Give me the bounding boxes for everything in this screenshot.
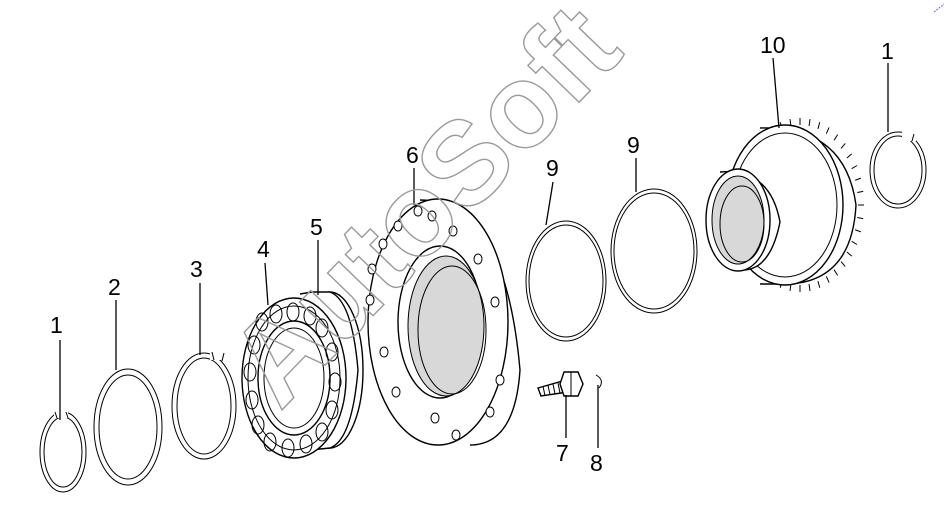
flange-plate [365, 198, 521, 446]
callout-part-9-first: 9 [546, 155, 559, 181]
gear-tooth [817, 280, 821, 288]
bolt [537, 371, 584, 397]
callout-part-8: 8 [590, 450, 603, 476]
gear-tooth [833, 269, 839, 276]
gear-tooth [851, 165, 858, 170]
snap-ring-left [39, 410, 87, 493]
retaining-ring [171, 350, 237, 460]
gear-tooth [857, 217, 864, 220]
gear-tooth [857, 190, 864, 193]
shim-ring [93, 368, 163, 486]
callout-part-5: 5 [310, 214, 323, 240]
gear-tooth [854, 229, 862, 233]
roller-bearing [241, 291, 364, 459]
callout-part-6: 6 [406, 142, 419, 168]
gear-tooth [840, 261, 846, 267]
gear-tooth [825, 276, 830, 283]
gear-tooth [840, 143, 846, 149]
gear-tooth [808, 119, 811, 127]
corner-mark [933, 3, 945, 13]
callout-part-3: 3 [190, 256, 203, 282]
callout-part-1-right: 1 [881, 38, 894, 64]
gear-tooth [854, 177, 862, 181]
gear-tooth [851, 240, 858, 245]
callout-part-9-second: 9 [627, 132, 640, 158]
gear [705, 118, 864, 292]
leader-lines [59, 57, 889, 448]
o-ring-first [525, 220, 607, 342]
washer [595, 374, 602, 389]
gear-tooth [808, 283, 811, 291]
callout-part-7: 7 [556, 440, 569, 466]
o-ring-second [610, 188, 698, 314]
callout-part-1-left: 1 [50, 312, 63, 338]
callout-part-2: 2 [108, 274, 121, 300]
gear-tooth [817, 122, 821, 130]
callout-part-10: 10 [760, 32, 786, 58]
snap-ring-right [869, 131, 927, 209]
gear-tooth [846, 153, 853, 159]
gear-tooth [833, 134, 839, 141]
callout-part-4: 4 [257, 236, 270, 262]
gear-tooth [846, 251, 853, 257]
gear-tooth [825, 127, 830, 134]
